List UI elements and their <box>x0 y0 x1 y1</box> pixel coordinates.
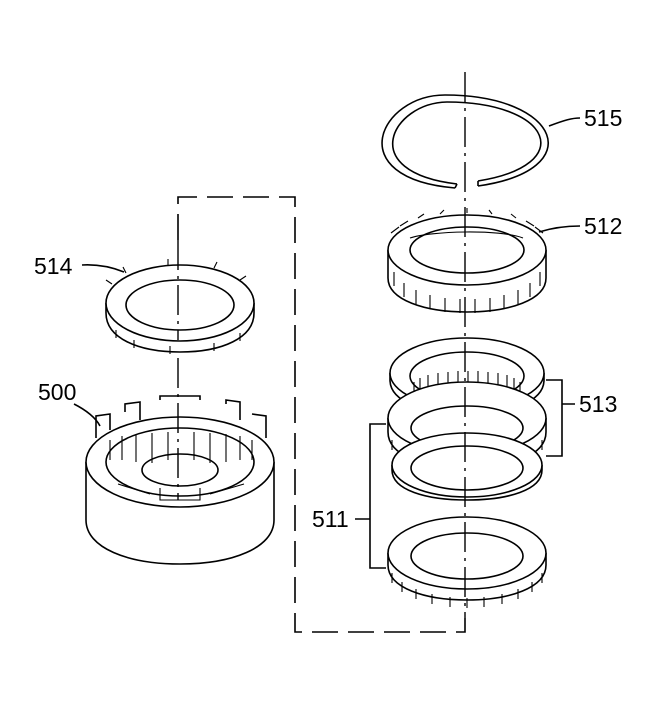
clutch-housing-500 <box>85 395 275 565</box>
callout-515: 515 <box>584 105 622 131</box>
leader-514 <box>81 264 125 273</box>
bracket-511 <box>355 423 386 569</box>
callout-511: 511 <box>312 506 349 532</box>
snap-ring-515 <box>381 94 549 189</box>
pressure-plate-514 <box>105 259 255 354</box>
clutch-disc-511-lower <box>387 516 547 608</box>
callout-513: 513 <box>579 391 617 417</box>
leader-500 <box>73 403 101 427</box>
leader-515 <box>548 117 581 127</box>
backing-plate-512 <box>387 208 547 313</box>
callout-500: 500 <box>38 379 76 405</box>
leader-512 <box>538 225 581 233</box>
callout-512: 512 <box>584 213 622 239</box>
callout-514: 514 <box>34 253 73 279</box>
bracket-513 <box>546 379 575 457</box>
clutch-plate-513-lower <box>391 432 543 501</box>
assembly-path-line <box>177 196 466 633</box>
spline-teeth-512 <box>390 208 544 313</box>
